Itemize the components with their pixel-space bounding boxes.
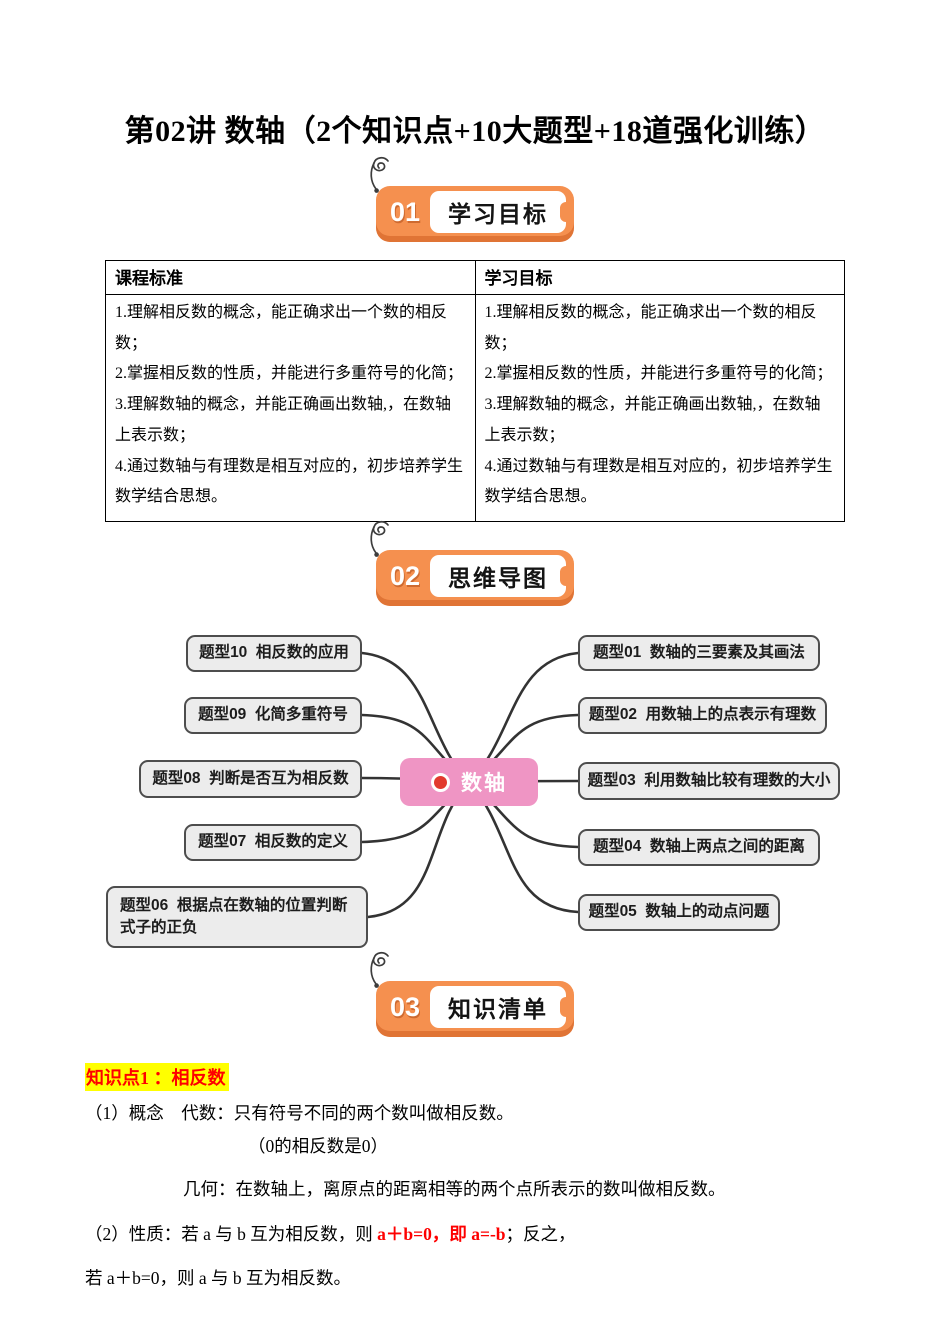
- mindmap-center-label: 数轴: [461, 772, 507, 796]
- mindmap-node-topic-09: 题型09 化简多重符号: [184, 697, 362, 735]
- section-badge-01: 01 学习目标: [370, 157, 574, 242]
- section-03: 03 知识清单: [0, 952, 950, 1038]
- property-line: （2）性质：若 a 与 b 互为相反数，则 a＋b=0，即 a=-b；反之，: [85, 1221, 875, 1248]
- pin-icon: [364, 519, 398, 564]
- property-text: ；反之，: [505, 1224, 576, 1245]
- pin-icon: [364, 950, 398, 995]
- objective-item: 1.理解相反数的概念，能正确求出一个数的相反数；: [115, 304, 448, 352]
- mindmap-node-label: 题型05 数轴上的动点问题: [588, 903, 770, 921]
- knowledge-section: 知识点1 ：相反数 （1）概念 代数：只有符号不同的两个数叫做相反数。 （0的相…: [85, 1063, 875, 1292]
- table-header-learning-goal: 学习目标: [474, 260, 845, 295]
- mindmap-node-label: 题型02 用数轴上的点表示有理数: [588, 706, 817, 724]
- property-converse-line: 若 a＋b=0，则 a 与 b 互为相反数。: [85, 1267, 352, 1288]
- mindmap-node-label: 题型03 利用数轴比较有理数的大小: [587, 771, 831, 789]
- mindmap: 题型10 相反数的应用 题型09 化简多重符号 题型08 判断是否互为相反数 题…: [0, 618, 950, 965]
- objective-item: 4.通过数轴与有理数是相互对应的，初步培养学生数学结合思想。: [115, 457, 464, 506]
- pin-icon: [364, 155, 398, 200]
- objective-item: 1.理解相反数的概念，能正确求出一个数的相反数；: [484, 304, 817, 352]
- objective-item: 2.掌握相反数的性质，并能进行多重符号的化简；: [484, 365, 833, 383]
- mindmap-node-label: 题型08 判断是否互为相反数: [152, 769, 349, 787]
- concept-geometry-line: 几何：在数轴上，离原点的距离相等的两个点所表示的数叫做相反数。: [183, 1179, 726, 1200]
- objective-item: 4.通过数轴与有理数是相互对应的，初步培养学生数学结合思想。: [484, 457, 833, 506]
- badge-number: 03: [389, 991, 421, 1022]
- mindmap-center-node: 数轴: [400, 758, 538, 807]
- badge-number: 02: [389, 560, 421, 591]
- table-cell-learning-goal: 1.理解相反数的概念，能正确求出一个数的相反数； 2.掌握相反数的性质，并能进行…: [474, 293, 845, 523]
- mindmap-node-topic-04: 题型04 数轴上两点之间的距离: [578, 829, 820, 867]
- section-02: 02 思维导图: [0, 521, 950, 607]
- mindmap-node-topic-01: 题型01 数轴的三要素及其画法: [578, 635, 820, 672]
- section-01: 01 学习目标: [0, 157, 950, 242]
- mindmap-node-topic-08: 题型08 判断是否互为相反数: [139, 760, 362, 799]
- mindmap-node-topic-03: 题型03 利用数轴比较有理数的大小: [578, 762, 840, 801]
- table-header-course-standard: 课程标准: [105, 260, 476, 295]
- property-formula-emphasis: a＋b=0，即 a=-b: [377, 1224, 506, 1245]
- badge-label: 思维导图: [430, 555, 566, 598]
- objectives-table: 课程标准 学习目标 1.理解相反数的概念，能正确求出一个数的相反数； 2.掌握相…: [105, 260, 845, 523]
- mindmap-node-topic-02: 题型02 用数轴上的点表示有理数: [578, 697, 827, 735]
- concept-note-line: （0的相反数是0）: [248, 1136, 388, 1157]
- center-dot-icon: [431, 772, 450, 792]
- mindmap-node-topic-05: 题型05 数轴上的动点问题: [578, 894, 780, 932]
- property-text: （2）性质：若 a 与 b 互为相反数，则: [85, 1224, 378, 1245]
- mindmap-node-label: 题型10 相反数的应用: [199, 644, 349, 662]
- section-badge-03: 03 知识清单: [370, 952, 574, 1038]
- mindmap-node-topic-07: 题型07 相反数的定义: [184, 824, 362, 862]
- mindmap-node-label: 题型01 数轴的三要素及其画法: [593, 643, 805, 661]
- knowledge-point-heading: 知识点1 ：相反数: [85, 1063, 229, 1092]
- table-cell-course-standard: 1.理解相反数的概念，能正确求出一个数的相反数； 2.掌握相反数的性质，并能进行…: [105, 293, 476, 523]
- mindmap-node-label: 题型04 数轴上两点之间的距离: [593, 838, 805, 856]
- mindmap-node-topic-06: 题型06 根据点在数轴的位置判断式子的正负: [106, 886, 368, 949]
- mindmap-node-topic-10: 题型10 相反数的应用: [186, 635, 362, 673]
- badge-label: 学习目标: [430, 191, 566, 233]
- badge-number: 01: [389, 196, 421, 227]
- objective-item: 3.理解数轴的概念，并能正确画出数轴,，在数轴上表示数；: [115, 396, 452, 444]
- mindmap-node-label: 题型09 化简多重符号: [198, 706, 348, 724]
- badge-label: 知识清单: [430, 986, 566, 1029]
- concept-algebra-line: （1）概念 代数：只有符号不同的两个数叫做相反数。: [85, 1103, 514, 1124]
- mindmap-node-label: 题型06 根据点在数轴的位置判断式子的正负: [120, 896, 348, 937]
- section-badge-02: 02 思维导图: [370, 521, 574, 607]
- objective-item: 3.理解数轴的概念，并能正确画出数轴,，在数轴上表示数；: [484, 396, 821, 444]
- page-title: 第02讲 数轴（2个知识点+10大题型+18道强化训练）: [124, 115, 826, 148]
- mindmap-node-label: 题型07 相反数的定义: [198, 833, 348, 851]
- objective-item: 2.掌握相反数的性质，并能进行多重符号的化简；: [115, 365, 464, 383]
